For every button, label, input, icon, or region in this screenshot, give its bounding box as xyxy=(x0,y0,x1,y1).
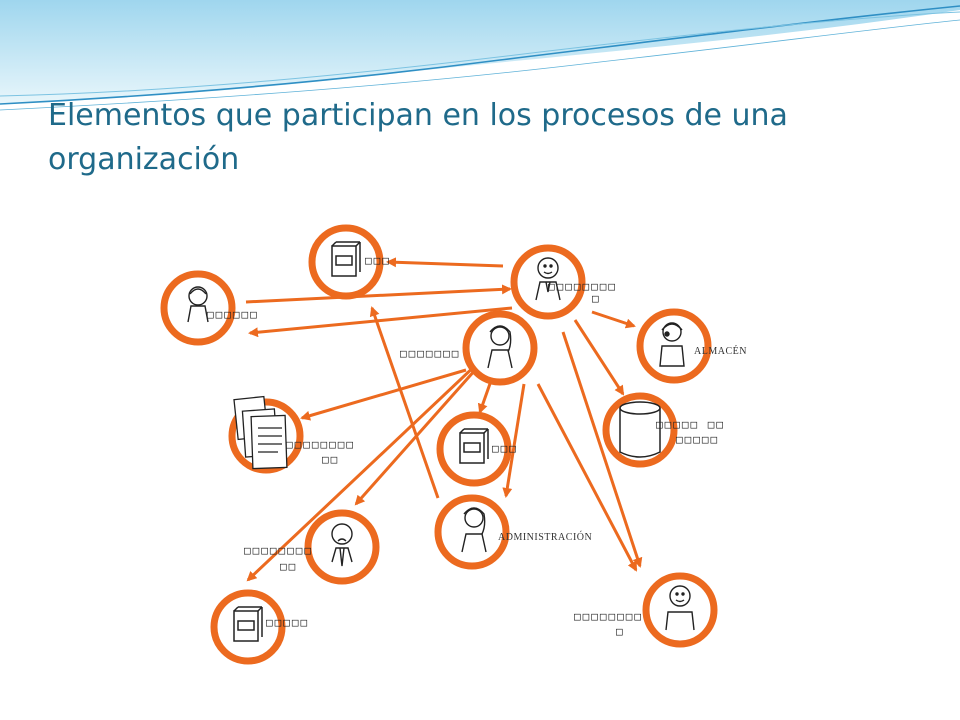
node-documents-label-1: □□□□□□□□ xyxy=(286,438,355,451)
arrow-center-top-to-left-person xyxy=(248,306,513,338)
node-sad-person-label-2: □□ xyxy=(280,560,297,573)
arrow-center-woman-to-documents xyxy=(300,368,467,421)
arrow-left-person-to-center-top xyxy=(245,284,512,304)
node-administracion-label: ADMINISTRACIÓN xyxy=(498,531,592,543)
node-almacen: ALMACÉN xyxy=(636,308,747,384)
person-icon xyxy=(331,523,353,567)
node-sad-person: □□□□□□□□ □□ xyxy=(244,509,380,585)
arrow-center-top-to-almacen xyxy=(591,310,636,329)
worker-icon xyxy=(659,322,685,367)
person-icon xyxy=(535,257,561,301)
arrow-administracion-to-top-box xyxy=(369,306,440,499)
node-center-woman: □□□□□□□ xyxy=(400,310,538,386)
node-almacen-label: ALMACÉN xyxy=(694,345,747,357)
filing-cabinet-icon xyxy=(331,241,361,277)
node-center-top-label-1: □□□□□□□□ xyxy=(548,280,617,293)
filing-cabinet-icon xyxy=(233,606,263,642)
node-center-woman-label: □□□□□□□ xyxy=(400,347,460,360)
slide-title: Elementos que participan en los procesos… xyxy=(48,94,928,182)
node-left-person-label: □□□□□□ xyxy=(207,308,259,321)
node-bottom-right-label-1: □□□□□□□□ xyxy=(574,610,643,623)
arrow-center-top-to-top-box xyxy=(386,257,504,268)
node-documents: □□□□□□□□ □□ xyxy=(228,395,355,474)
arrow-center-woman-to-bottom-cabinet xyxy=(246,344,498,582)
person-icon xyxy=(665,585,695,631)
arrow-center-woman-to-administracion xyxy=(502,383,526,498)
node-database: □□□□□ □□ □□□□□ xyxy=(602,392,725,468)
node-center-top-label-2: □ xyxy=(592,292,601,305)
documents-icon xyxy=(233,395,288,470)
arrow-center-woman-to-bottom-right xyxy=(536,383,638,572)
node-database-label-1: □□□□□ □□ xyxy=(656,418,725,431)
header-wave xyxy=(0,0,960,111)
node-center-cabinet-label: □□□ xyxy=(492,442,518,455)
node-administracion: ADMINISTRACIÓN xyxy=(434,494,592,570)
node-database-label-2: □□□□□ xyxy=(676,433,719,446)
person-icon xyxy=(187,286,209,323)
node-top-box: □□□ xyxy=(308,224,391,300)
arrow-center-top-to-database xyxy=(573,319,625,396)
database-icon xyxy=(619,401,661,458)
node-documents-label-2: □□ xyxy=(322,453,339,466)
title-line-2: organización xyxy=(48,142,240,177)
filing-cabinet-icon xyxy=(459,428,489,464)
woman-icon xyxy=(487,325,513,369)
node-bottom-right-person: □□□□□□□□ □ xyxy=(574,572,718,648)
node-left-person: □□□□□□ xyxy=(160,270,259,346)
title-line-1: Elementos que participan en los procesos… xyxy=(48,98,788,133)
node-bottom-cabinet: □□□□□ xyxy=(210,589,309,665)
node-center-cabinet: □□□ xyxy=(436,411,518,487)
woman-icon xyxy=(461,507,487,553)
arrows xyxy=(245,257,643,582)
node-center-top: □□□□□□□□ □ xyxy=(510,244,617,320)
node-bottom-cabinet-label: □□□□□ xyxy=(266,616,309,629)
node-top-box-label: □□□ xyxy=(365,254,391,267)
node-bottom-right-label-2: □ xyxy=(616,625,625,638)
arrow-center-top-to-bottom-right xyxy=(561,331,643,568)
node-sad-person-label-1: □□□□□□□□ xyxy=(244,544,313,557)
